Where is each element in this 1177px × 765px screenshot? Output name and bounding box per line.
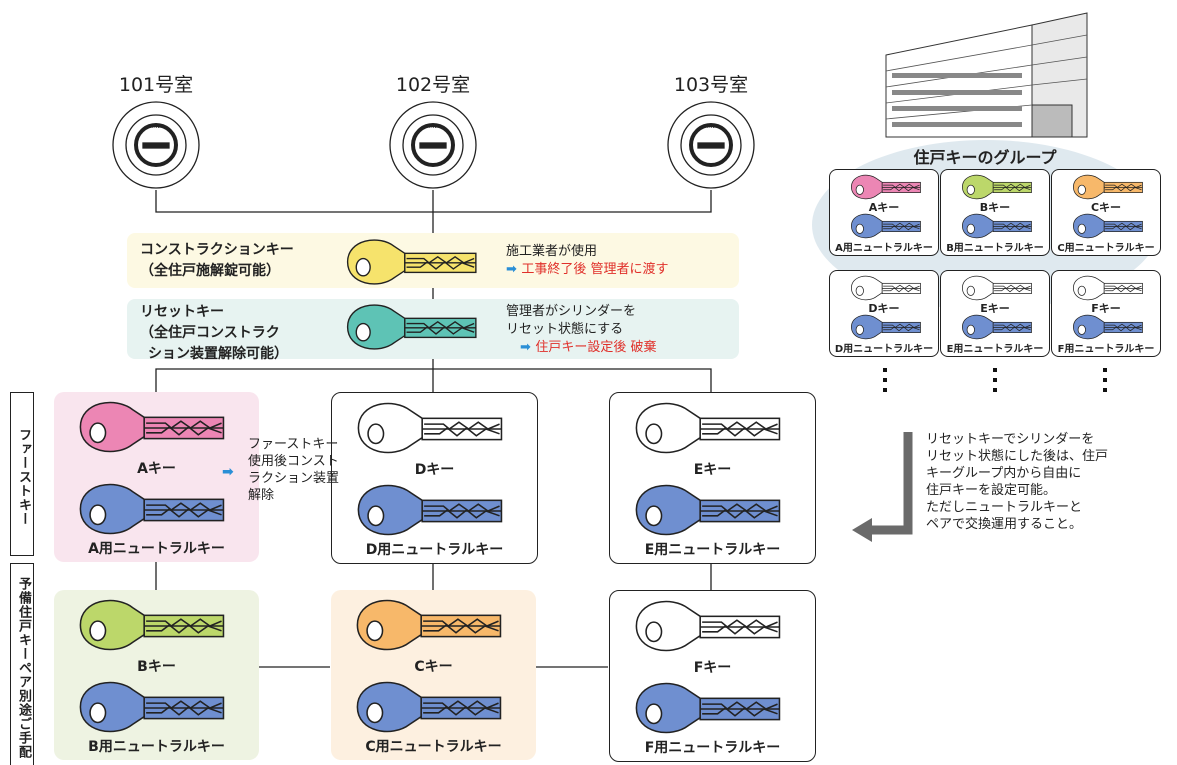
construction-key-note: 施工業者が使用 ➡ 工事終了後 管理者に渡す	[506, 244, 669, 277]
room-key-icon	[1066, 274, 1148, 306]
key-pair-box: Fキー F用ニュートラルキー	[609, 590, 816, 762]
neutral-key-icon	[70, 480, 230, 542]
room-key-label: Bキー	[979, 201, 1011, 214]
neutral-key-label: A用ニュートラルキー	[835, 243, 933, 254]
first-key-tab: ファーストキー	[10, 392, 34, 556]
room-key-icon	[70, 596, 230, 658]
neutral-key-label: E用ニュートラルキー	[644, 542, 781, 558]
neutral-key-icon	[348, 481, 508, 543]
neutral-key-label: A用ニュートラルキー	[88, 541, 225, 557]
group-card: Eキー E用ニュートラルキー	[940, 270, 1050, 357]
room-key-label: Aキー	[868, 201, 900, 214]
room-key-label: Dキー	[414, 462, 455, 478]
key-pair-box: Aキー A用ニュートラルキー	[54, 392, 259, 562]
room-key-label: Fキー	[1091, 302, 1121, 315]
room-key-icon	[955, 173, 1037, 205]
reset-key-icon	[330, 301, 490, 357]
neutral-key-icon	[626, 679, 786, 741]
neutral-key-label: D用ニュートラルキー	[365, 542, 504, 558]
neutral-key-label: F用ニュートラルキー	[1057, 344, 1155, 355]
neutral-key-label: F用ニュートラルキー	[644, 740, 781, 756]
neutral-key-icon	[70, 678, 230, 740]
room-key-icon	[626, 597, 786, 659]
reset-key-title: リセットキー （全住戸コンストラク ション装置解除可能）	[140, 304, 288, 362]
neutral-key-icon	[347, 678, 507, 740]
room-key-label: Fキー	[693, 660, 732, 676]
room-key-label: Dキー	[868, 302, 900, 315]
lock-cylinder-icon: MIWA	[388, 100, 478, 194]
room-key-label: Aキー	[137, 461, 176, 477]
group-card: Bキー B用ニュートラルキー	[940, 169, 1050, 256]
room-key-icon	[955, 274, 1037, 306]
neutral-key-label: B用ニュートラルキー	[946, 243, 1044, 254]
apartment-building-icon	[882, 5, 1092, 144]
room-key-icon	[348, 399, 508, 461]
neutral-key-icon	[955, 313, 1037, 345]
group-card: Fキー F用ニュートラルキー	[1051, 270, 1161, 357]
key-pair-box: Bキー B用ニュートラルキー	[54, 590, 259, 760]
room-label-103: 103号室	[673, 74, 749, 96]
neutral-key-icon	[955, 212, 1037, 244]
neutral-key-label: E用ニュートラルキー	[946, 344, 1044, 355]
neutral-key-icon	[1066, 313, 1148, 345]
lock-cylinder-icon: MIWA	[111, 100, 201, 194]
room-label-102: 102号室	[395, 74, 471, 96]
more-dots-icon	[883, 368, 887, 398]
room-key-icon	[1066, 173, 1148, 205]
group-title: 住戸キーのグループ	[913, 148, 1057, 167]
room-key-label: Bキー	[137, 659, 176, 675]
svg-text:MIWA: MIWA	[149, 124, 163, 130]
construction-key-title: コンストラクションキー （全住戸施解錠可能）	[140, 242, 294, 279]
room-key-label: Eキー	[693, 462, 732, 478]
group-card: Aキー A用ニュートラルキー	[829, 169, 939, 256]
neutral-key-icon	[1066, 212, 1148, 244]
svg-text:MIWA: MIWA	[704, 124, 718, 130]
spare-key-tab: 予備住戸キーペア別途ご手配	[10, 563, 34, 765]
room-key-label: Cキー	[414, 659, 453, 675]
room-key-icon	[844, 173, 926, 205]
room-key-icon	[70, 398, 230, 460]
neutral-key-icon	[626, 481, 786, 543]
lock-cylinder-icon: MIWA	[666, 100, 756, 194]
reset-key-note: 管理者がシリンダーを リセット状態にする ➡ 住戸キー設定後 破棄	[506, 304, 657, 355]
more-dots-icon	[1103, 368, 1107, 398]
neutral-key-label: D用ニュートラルキー	[834, 344, 934, 355]
key-pair-box: Cキー C用ニュートラルキー	[331, 590, 536, 760]
room-key-label: Eキー	[980, 302, 1010, 315]
key-pair-box: Dキー D用ニュートラルキー	[331, 392, 538, 564]
group-card: Cキー C用ニュートラルキー	[1051, 169, 1161, 256]
more-dots-icon	[993, 368, 997, 398]
arrow-right-icon: ➡	[222, 464, 234, 480]
neutral-key-label: B用ニュートラルキー	[88, 739, 225, 755]
room-label-101: 101号室	[118, 74, 194, 96]
room-key-icon	[844, 274, 926, 306]
first-key-note: ファーストキー 使用後コンスト ラクション装置 解除	[248, 437, 340, 503]
neutral-key-icon	[844, 212, 926, 244]
neutral-key-icon	[844, 313, 926, 345]
key-pair-box: Eキー E用ニュートラルキー	[609, 392, 816, 564]
neutral-key-label: C用ニュートラルキー	[1057, 243, 1155, 254]
room-key-icon	[347, 596, 507, 658]
room-key-label: Cキー	[1090, 201, 1122, 214]
neutral-key-label: C用ニュートラルキー	[365, 739, 502, 755]
bent-arrow-icon	[848, 430, 918, 549]
group-explanation: リセットキーでシリンダーを リセット状態にした後は、住戸 キーグループ内から自由…	[926, 432, 1109, 532]
group-card: Dキー D用ニュートラルキー	[829, 270, 939, 357]
svg-text:MIWA: MIWA	[426, 124, 440, 130]
room-key-icon	[626, 399, 786, 461]
construction-key-icon	[330, 236, 490, 292]
